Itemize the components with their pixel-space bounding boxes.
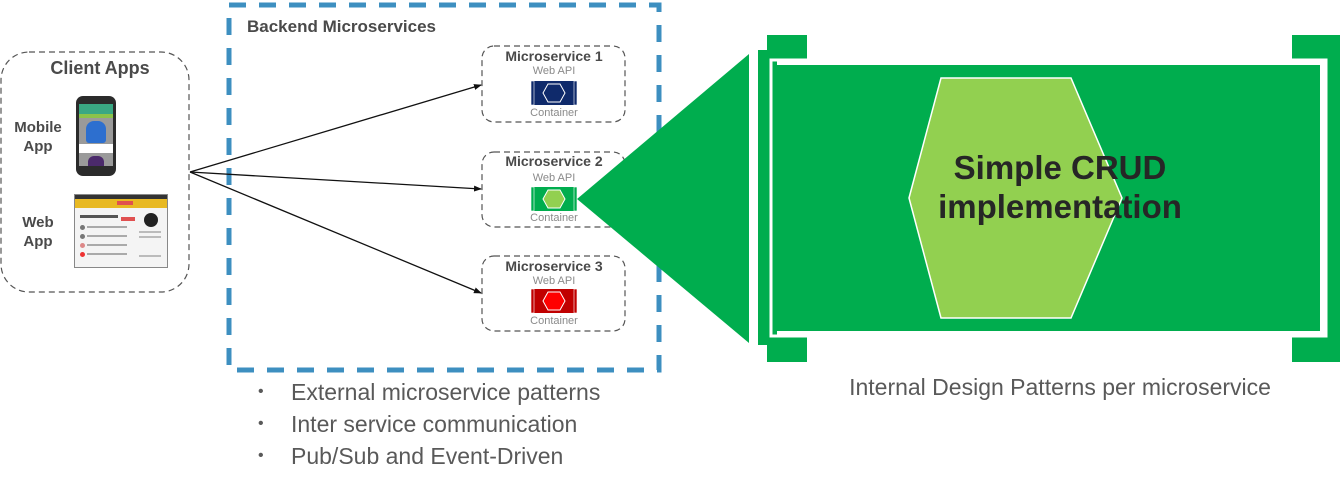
web-app-thumbnail bbox=[74, 194, 168, 268]
hexagon-icon bbox=[542, 83, 566, 103]
microservice-3-container-label: Container bbox=[530, 315, 578, 327]
client-apps-box bbox=[0, 51, 190, 293]
bullet-item: • Inter service communication bbox=[258, 408, 600, 440]
arrow-to-microservice-2 bbox=[189, 171, 482, 192]
crud-label-line1: Simple CRUD bbox=[953, 149, 1167, 186]
microservice-1-title: Microservice 1 bbox=[505, 48, 603, 64]
mobile-app-label: Mobile App bbox=[8, 118, 68, 156]
bullet-text: External microservice patterns bbox=[291, 379, 601, 405]
web-app-label-line1: Web bbox=[22, 214, 54, 231]
external-patterns-list: • External microservice patterns • Inter s… bbox=[258, 376, 600, 472]
bullet-item: • Pub/Sub and Event-Driven bbox=[258, 440, 600, 472]
bullet-text: Pub/Sub and Event-Driven bbox=[291, 443, 564, 469]
web-app-label: Web App bbox=[8, 213, 68, 251]
microservice-3-title: Microservice 3 bbox=[505, 258, 603, 274]
crud-label-line2: implementation bbox=[938, 188, 1182, 225]
bullet-dot-icon: • bbox=[258, 415, 264, 432]
arrow-to-microservice-1 bbox=[189, 84, 482, 173]
bullet-text: Inter service communication bbox=[291, 411, 578, 437]
crud-implementation-label: Simple CRUD implementation bbox=[900, 148, 1220, 226]
zoom-callout-triangle bbox=[577, 54, 749, 343]
arrow-to-microservice-3 bbox=[189, 171, 482, 294]
large-hexagon-icon bbox=[908, 77, 1123, 319]
container-icon-1 bbox=[530, 80, 578, 106]
container-icon-3 bbox=[530, 288, 578, 314]
large-container-icon bbox=[758, 35, 1340, 362]
microservice-3-box bbox=[481, 255, 626, 332]
microservice-1-api-label: Web API bbox=[532, 65, 576, 77]
microservice-2-api-label: Web API bbox=[532, 172, 576, 184]
backend-microservices-title: Backend Microservices bbox=[247, 17, 436, 36]
mobile-app-label-line2: App bbox=[23, 138, 53, 155]
microservice-3-api-label: Web API bbox=[532, 275, 576, 287]
internal-design-patterns-caption: Internal Design Patterns per microservic… bbox=[849, 374, 1271, 400]
bullet-dot-icon: • bbox=[258, 383, 264, 400]
microservice-1-container-label: Container bbox=[530, 107, 578, 119]
hexagon-icon bbox=[542, 291, 566, 311]
hexagon-icon bbox=[542, 189, 566, 209]
microservice-2-title: Microservice 2 bbox=[505, 153, 603, 169]
client-apps-title: Client Apps bbox=[50, 58, 150, 78]
bullet-item: • External microservice patterns bbox=[258, 376, 600, 408]
container-icon-2 bbox=[530, 186, 578, 212]
mobile-app-screen bbox=[79, 104, 113, 166]
microservice-2-container-label: Container bbox=[530, 212, 578, 224]
hoodie-image bbox=[86, 121, 106, 143]
microservice-1-box bbox=[481, 45, 626, 123]
bullet-dot-icon: • bbox=[258, 447, 264, 464]
mobile-app-label-line1: Mobile bbox=[14, 119, 62, 136]
web-app-label-line2: App bbox=[23, 233, 53, 250]
